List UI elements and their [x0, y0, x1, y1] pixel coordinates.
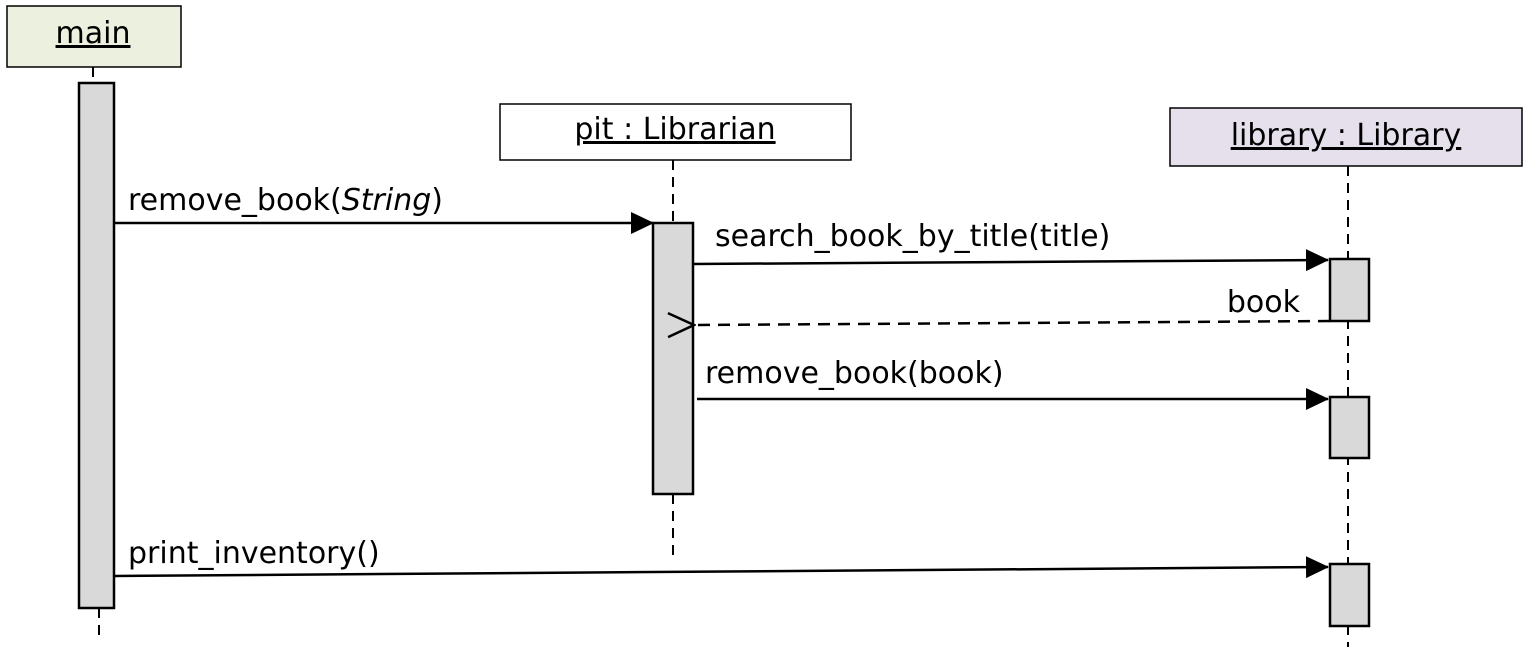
param-string: String [342, 183, 432, 218]
message-remove-book-string-label: remove_book(String) [128, 183, 443, 218]
activation-library-3[interactable] [1328, 562, 1371, 628]
message-return-book-arrow [695, 321, 1331, 325]
activation-main[interactable] [77, 81, 116, 610]
message-remove-book-book-label: remove_book(book) [705, 356, 1004, 391]
activation-library-1[interactable] [1328, 257, 1371, 323]
message-search-book-by-title[interactable]: search_book_by_title(title) [692, 219, 1329, 272]
message-search-book-by-title-label: search_book_by_title(title) [715, 219, 1110, 254]
lifeline-main-header[interactable] [6, 5, 182, 68]
message-remove-book-string[interactable]: remove_book(String) [114, 183, 654, 234]
lifeline-librarian: pit : Librarian [499, 103, 852, 560]
lifeline-librarian-header[interactable] [499, 103, 852, 161]
message-return-book[interactable]: book [695, 285, 1331, 325]
activation-librarian[interactable] [651, 221, 695, 496]
lifeline-main: main [6, 5, 182, 640]
lifeline-library-name: library : Library [1231, 118, 1462, 153]
activation-library-2[interactable] [1328, 395, 1371, 460]
lifeline-main-name: main [56, 16, 131, 51]
message-remove-book-book[interactable]: remove_book(book) [697, 356, 1329, 410]
lifeline-library: library : Library [1169, 107, 1523, 647]
message-search-book-by-title-arrow [692, 249, 1329, 272]
message-print-inventory-label: print_inventory() [128, 536, 380, 571]
message-print-inventory[interactable]: print_inventory() [113, 536, 1329, 579]
lifeline-library-header[interactable] [1169, 107, 1523, 167]
message-return-book-label: book [1227, 285, 1301, 320]
lifeline-librarian-name: pit : Librarian [574, 112, 775, 147]
message-print-inventory-arrow [113, 556, 1329, 579]
